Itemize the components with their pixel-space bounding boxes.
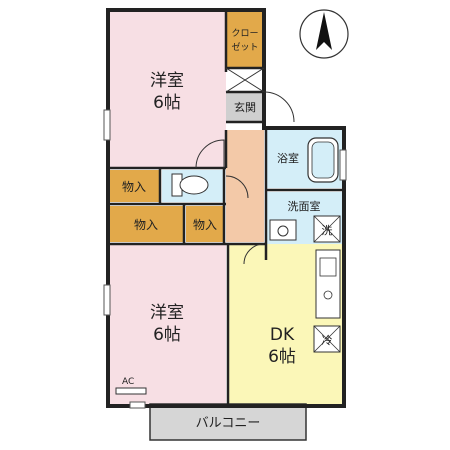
storage-1-label: 物入 — [122, 180, 146, 194]
room-name-bottom: 洋室 — [150, 303, 184, 323]
room-name-top: 洋室 — [150, 71, 184, 91]
closet-label-1: クロー — [231, 28, 258, 39]
genkan-label: 玄関 — [234, 100, 256, 114]
walls — [106, 8, 346, 408]
stove-icon — [315, 249, 341, 319]
balcony — [149, 403, 307, 441]
ac-label: AC — [122, 377, 134, 387]
western-room-top — [108, 12, 226, 168]
fridge-icon — [313, 325, 341, 353]
dk-name: DK — [270, 325, 295, 345]
dk-size: 6帖 — [268, 347, 296, 367]
storage-2-label: 物入 — [134, 218, 158, 232]
door-swings — [195, 91, 295, 265]
storage-1 — [108, 170, 160, 202]
genkan — [226, 92, 264, 122]
storage-2 — [108, 206, 184, 242]
storage-3-label: 物入 — [193, 218, 217, 232]
washer-label: 洗 — [322, 224, 333, 237]
windows — [103, 109, 347, 409]
ac-unit — [115, 387, 147, 395]
western-room-bottom — [108, 244, 226, 404]
balcony-label: バルコニー — [196, 416, 261, 431]
closet-hatch — [225, 67, 265, 93]
interior-walls — [108, 10, 344, 406]
room-size-top: 6帖 — [153, 93, 181, 113]
north-arrow-icon — [299, 9, 349, 59]
washer-icon — [313, 215, 341, 243]
closet-label-2: ゼット — [231, 41, 258, 53]
bath-label: 浴室 — [277, 151, 299, 165]
washroom-label: 洗面室 — [288, 199, 321, 213]
fridge-label: 冷 — [322, 334, 333, 347]
sink-icon — [269, 219, 297, 241]
bathtub-icon — [307, 137, 339, 183]
toilet-icon — [171, 173, 209, 197]
closet — [226, 12, 264, 68]
room-size-bottom: 6帖 — [153, 325, 181, 345]
storage-3 — [186, 206, 224, 242]
